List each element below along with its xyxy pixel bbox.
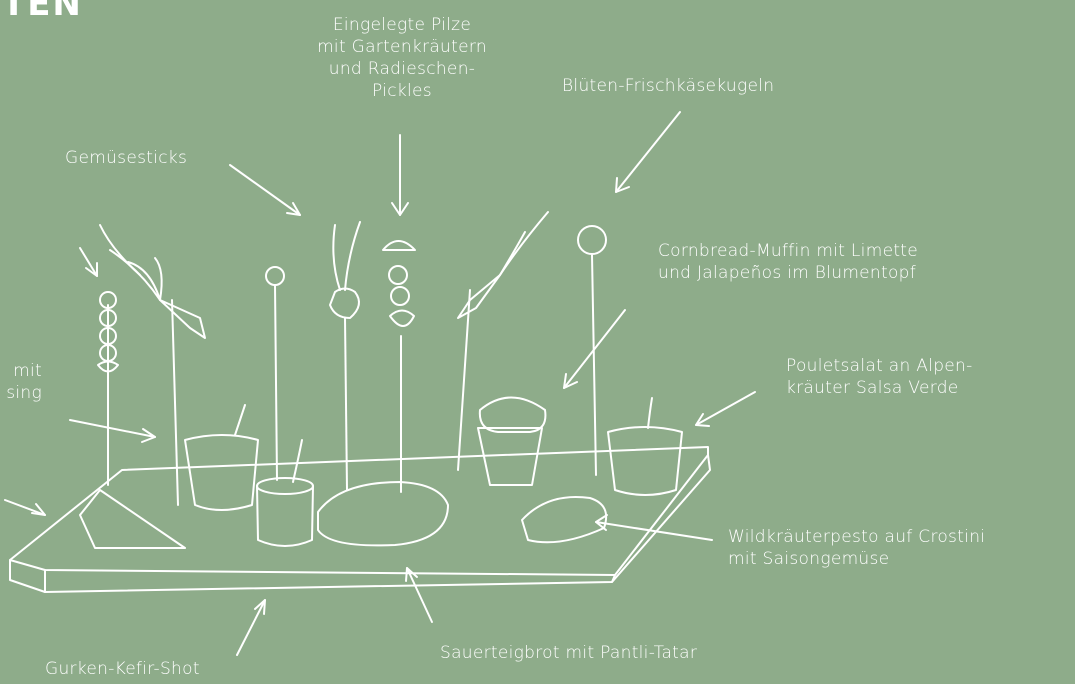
label-cornbread: Cornbread-Muffin mit Limette und Jalapeñ… (658, 240, 918, 284)
label-partial-left: mit sing (0, 360, 42, 404)
label-gemuesesticks: Gemüsesticks (65, 147, 187, 169)
label-pilze: Eingelegte Pilze mit Gartenkräutern und … (302, 14, 502, 102)
label-sauerteigbrot: Sauerteigbrot mit Pantli-Tatar (440, 642, 697, 664)
label-kaesekugeln: Blüten-Frischkäsekugeln (562, 75, 774, 97)
label-gurken: Gurken-Kefir-Shot (45, 658, 200, 680)
heading-text: TEN (2, 0, 83, 24)
label-wildkraeuter: Wildkräuterpesto auf Crostini mit Saison… (728, 526, 985, 570)
label-pouletsalat: Pouletsalat an Alpen- kräuter Salsa Verd… (786, 355, 973, 399)
